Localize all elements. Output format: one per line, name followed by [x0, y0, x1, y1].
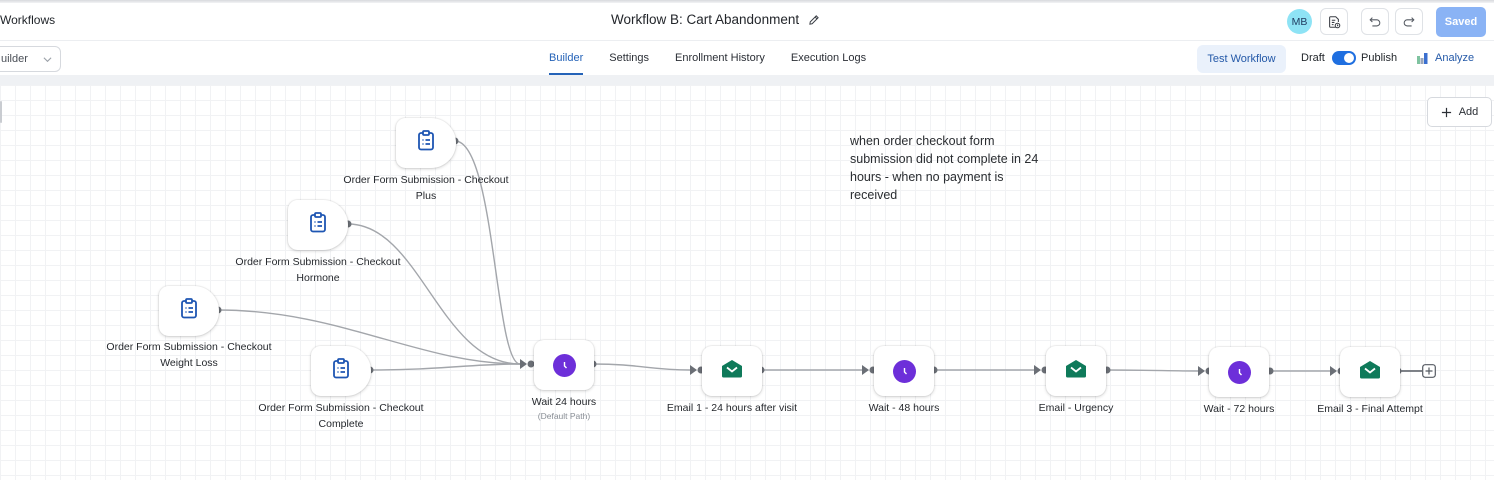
action-label: Email 3 - Final Attempt: [1317, 403, 1423, 415]
window-top-edge: [0, 0, 1494, 3]
clipboard-list-icon: [180, 298, 198, 324]
envelope-open-icon: [721, 359, 743, 383]
publish-toggle[interactable]: [1332, 51, 1356, 65]
clipboard-list-icon: [417, 130, 435, 156]
document-history-icon: [1329, 15, 1341, 28]
tab-bar: Builder Settings Enrollment History Exec…: [536, 42, 879, 75]
action-node-email-1[interactable]: [702, 346, 762, 396]
action-node-wait-48[interactable]: [874, 346, 934, 396]
clipboard-list-icon: [332, 358, 350, 384]
trigger-label: Order Form Submission - Checkout Complet…: [258, 402, 424, 430]
trigger-label: Order Form Submission - Checkout Weight …: [106, 341, 272, 369]
add-label: Add: [1458, 106, 1479, 118]
test-workflow-button[interactable]: Test Workflow: [1197, 45, 1286, 73]
canvas-top-band: [0, 75, 1494, 85]
action-node-email-3[interactable]: [1340, 347, 1400, 397]
action-node-wait-24[interactable]: [534, 340, 594, 390]
action-label: Wait - 48 hours: [868, 402, 940, 414]
view-select[interactable]: uilder: [0, 46, 61, 72]
analyze-label: Analyze: [1435, 52, 1475, 64]
canvas-note[interactable]: when order checkout form submission did …: [850, 134, 1039, 202]
add-button[interactable]: Add: [1427, 97, 1492, 127]
workflow-title-text: Workflow B: Cart Abandonment: [611, 12, 800, 27]
draft-label: Draft: [1301, 52, 1325, 64]
envelope-open-icon: [1065, 359, 1087, 383]
trigger-label: Order Form Submission - Checkout Plus: [343, 174, 509, 202]
action-sublabel: (Default Path): [537, 411, 591, 421]
action-label: Email - Urgency: [1038, 402, 1114, 414]
redo-button[interactable]: [1395, 8, 1423, 35]
trigger-node-checkout-plus[interactable]: [396, 118, 456, 168]
add-step-icon[interactable]: [1422, 364, 1436, 378]
view-select-value: uilder: [1, 53, 28, 65]
trigger-node-checkout-hormone[interactable]: [288, 200, 348, 250]
saved-button[interactable]: Saved: [1436, 7, 1486, 37]
workflow-title[interactable]: Workflow B: Cart Abandonment: [611, 12, 820, 27]
tab-execution-logs[interactable]: Execution Logs: [790, 52, 867, 64]
header-bar: Workflows Workflow B: Cart Abandonment M…: [0, 3, 1494, 41]
history-button[interactable]: [1320, 8, 1348, 35]
tab-enrollment-history[interactable]: Enrollment History: [675, 52, 765, 64]
action-node-email-urgency[interactable]: [1046, 346, 1106, 396]
workflow-canvas[interactable]: [0, 85, 1494, 480]
undo-button[interactable]: [1361, 8, 1389, 35]
trigger-label: Order Form Submission - Checkout Hormone: [235, 256, 401, 284]
redo-icon: [1403, 16, 1415, 26]
analyze-button[interactable]: Analyze: [1417, 52, 1474, 64]
tab-builder[interactable]: Builder: [536, 42, 596, 75]
bar-chart-icon: [1417, 53, 1428, 64]
action-label: Email 1 - 24 hours after visit: [666, 402, 798, 414]
action-label-text: Wait 24 hours: [531, 396, 597, 408]
pencil-icon[interactable]: [808, 14, 820, 26]
sub-toolbar: uilder Builder Settings Enrollment Histo…: [0, 42, 1494, 75]
avatar[interactable]: MB: [1287, 9, 1312, 34]
clock-icon: [892, 359, 916, 383]
clock-icon: [552, 353, 576, 377]
publish-label: Publish: [1361, 52, 1398, 64]
side-panel-handle[interactable]: [0, 101, 2, 123]
clipboard-list-icon: [309, 212, 327, 238]
action-node-wait-72[interactable]: [1209, 347, 1269, 397]
action-label: Wait 24 hours (Default Path): [479, 394, 649, 422]
trigger-node-checkout-complete[interactable]: [311, 346, 371, 396]
undo-icon: [1369, 16, 1381, 26]
envelope-open-icon: [1359, 360, 1381, 384]
app-title[interactable]: Workflows: [0, 13, 56, 27]
clock-icon: [1227, 360, 1251, 384]
tab-settings[interactable]: Settings: [609, 52, 649, 64]
plus-icon: [1441, 107, 1451, 117]
trigger-node-checkout-weight-loss[interactable]: [159, 286, 219, 336]
chevron-down-icon: [43, 57, 52, 63]
action-label: Wait - 72 hours: [1203, 403, 1275, 415]
